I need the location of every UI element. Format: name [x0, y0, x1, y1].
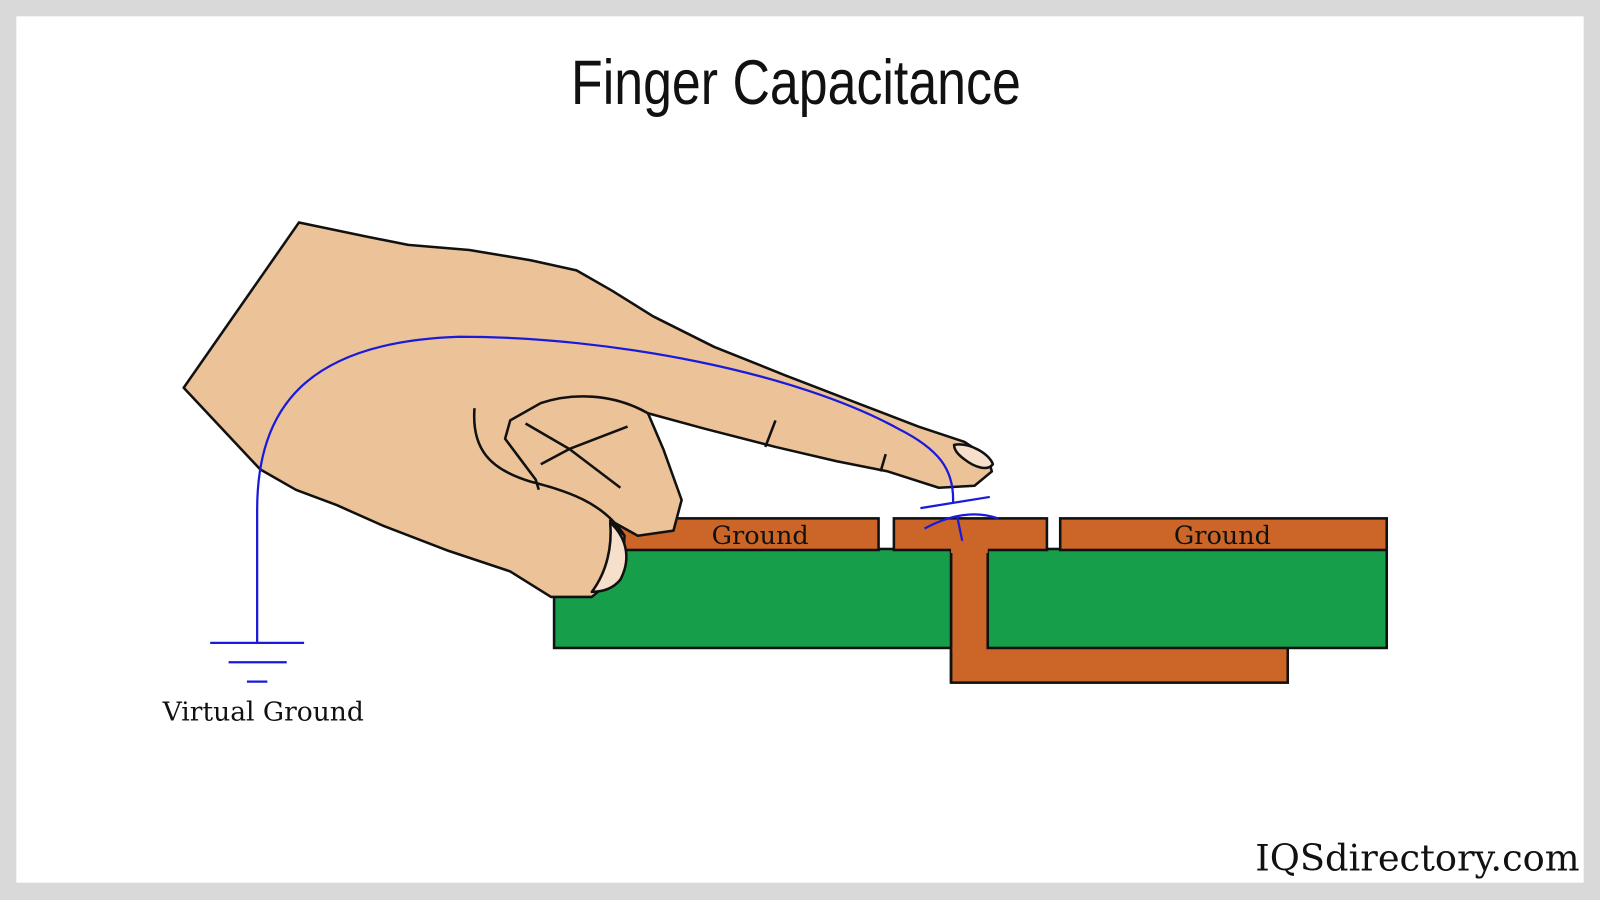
ground-label-right: Ground — [1174, 521, 1271, 551]
hand-shape — [182, 221, 994, 599]
body-wire — [256, 335, 955, 643]
capacitance-circuit — [210, 335, 999, 683]
sensor-pad — [892, 517, 1049, 552]
diagram-title: Finger Capacitance — [571, 48, 1021, 118]
thumbnail — [590, 521, 628, 594]
copper-via — [951, 548, 988, 652]
ground-label-left: Ground — [712, 521, 809, 551]
pcb-substrate-right — [986, 547, 1389, 650]
ground-pad-right — [1058, 517, 1389, 552]
watermark: IQSdirectory.com — [1255, 836, 1579, 879]
ground-symbol-icon — [210, 641, 305, 683]
capacitor-plate-bottom — [923, 513, 999, 530]
virtual-ground-label: Virtual Ground — [162, 696, 364, 727]
hand — [182, 221, 995, 599]
capacitor-plate-top — [920, 495, 990, 510]
index-fingernail — [952, 443, 995, 470]
